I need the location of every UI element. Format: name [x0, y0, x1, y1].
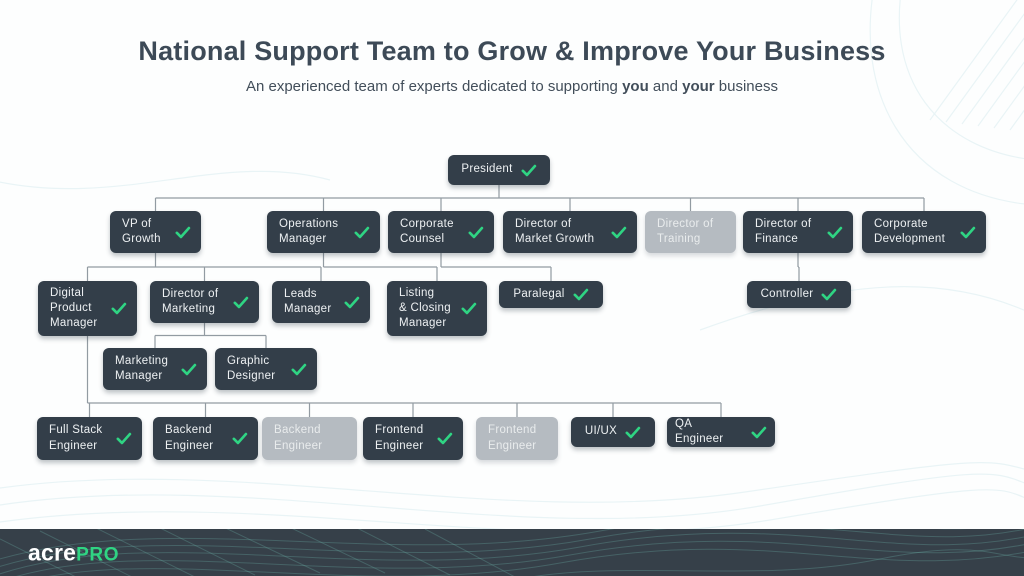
org-node-label: QA Engineer — [675, 417, 724, 445]
org-node-frontend-engineer-2: Frontend Engineer — [476, 417, 558, 460]
check-icon — [821, 288, 837, 301]
header: National Support Team to Grow & Improve … — [0, 0, 1024, 95]
org-node-label: Paralegal — [513, 287, 565, 300]
org-node-paralegal: Paralegal — [499, 281, 603, 308]
org-node-qa-engineer: QA Engineer — [667, 417, 775, 447]
org-node-director-market-growth: Director of Market Growth — [503, 211, 637, 253]
org-node-label: Operations Manager — [279, 217, 339, 245]
org-node-graphic-designer: Graphic Designer — [215, 348, 317, 390]
check-icon — [175, 226, 191, 238]
check-icon — [468, 226, 484, 238]
org-node-label: Frontend Engineer — [375, 424, 424, 452]
org-node-full-stack-engineer: Full Stack Engineer — [37, 417, 142, 460]
org-node-marketing-manager: Marketing Manager — [103, 348, 207, 390]
org-node-label: Full Stack Engineer — [49, 424, 103, 452]
org-node-label: Backend Engineer — [274, 424, 323, 452]
check-icon — [116, 432, 132, 445]
org-node-label: Frontend Engineer — [488, 424, 537, 452]
check-icon — [611, 226, 627, 238]
check-icon — [827, 226, 843, 238]
org-node-ui-ux: UI/UX — [571, 417, 655, 447]
check-icon — [232, 432, 248, 445]
org-node-backend-engineer-1: Backend Engineer — [153, 417, 258, 460]
org-node-listing-closing-manager: Listing & Closing Manager — [387, 281, 487, 336]
page-subtitle: An experienced team of experts dedicated… — [0, 78, 1024, 95]
subtitle-emphasis: your — [682, 78, 715, 95]
subtitle-emphasis: you — [622, 78, 649, 95]
check-icon — [181, 363, 197, 375]
org-node-label: Listing & Closing Manager — [399, 286, 451, 330]
org-node-label: Director of Market Growth — [515, 217, 595, 245]
org-node-president: President — [448, 155, 550, 185]
org-node-corporate-counsel: Corporate Counsel — [388, 211, 494, 253]
check-icon — [960, 226, 976, 238]
footer-waves — [0, 529, 1024, 576]
org-node-vp-growth: VP of Growth — [110, 211, 201, 253]
org-node-frontend-engineer-1: Frontend Engineer — [363, 417, 463, 460]
org-node-label: Digital Product Manager — [50, 286, 98, 330]
org-node-digital-product-manager: Digital Product Manager — [38, 281, 137, 336]
org-node-operations-manager: Operations Manager — [267, 211, 380, 253]
check-icon — [751, 426, 767, 438]
org-node-director-finance: Director of Finance — [743, 211, 853, 253]
org-node-label: Director of Training — [657, 217, 714, 245]
check-icon — [344, 296, 360, 308]
org-node-label: President — [461, 163, 513, 176]
check-icon — [233, 296, 249, 308]
org-node-corporate-development: Corporate Development — [862, 211, 986, 253]
page-title: National Support Team to Grow & Improve … — [138, 36, 886, 66]
org-node-label: Graphic Designer — [227, 354, 276, 382]
check-icon — [291, 363, 307, 375]
check-icon — [573, 288, 588, 301]
org-node-label: Leads Manager — [284, 287, 332, 315]
org-node-label: Controller — [760, 287, 814, 300]
check-icon — [625, 426, 641, 438]
check-icon — [461, 302, 477, 315]
org-node-leads-manager: Leads Manager — [272, 281, 370, 323]
org-node-label: Corporate Counsel — [400, 217, 454, 245]
check-icon — [354, 226, 370, 238]
check-icon — [521, 164, 536, 176]
org-node-label: Director of Finance — [755, 217, 812, 245]
org-node-label: Corporate Development — [874, 217, 946, 245]
logo-pro: PRO — [76, 544, 120, 565]
check-icon — [437, 432, 453, 445]
check-icon — [111, 302, 127, 315]
org-node-controller: Controller — [747, 281, 851, 308]
org-node-backend-engineer-2: Backend Engineer — [262, 417, 357, 460]
org-node-label: Marketing Manager — [115, 354, 169, 382]
org-node-label: UI/UX — [584, 425, 618, 438]
subtitle-segment: and — [648, 78, 683, 95]
subtitle-segment: business — [714, 78, 778, 95]
subtitle-segment: An experienced team of experts dedicated… — [245, 78, 623, 95]
org-node-director-training: Director of Training — [645, 211, 736, 253]
logo-acre: acre — [28, 539, 77, 565]
org-node-director-marketing: Director of Marketing — [150, 281, 259, 323]
org-node-label: Director of Marketing — [162, 287, 219, 315]
org-node-label: VP of Growth — [122, 217, 161, 245]
org-node-label: Backend Engineer — [165, 424, 214, 452]
